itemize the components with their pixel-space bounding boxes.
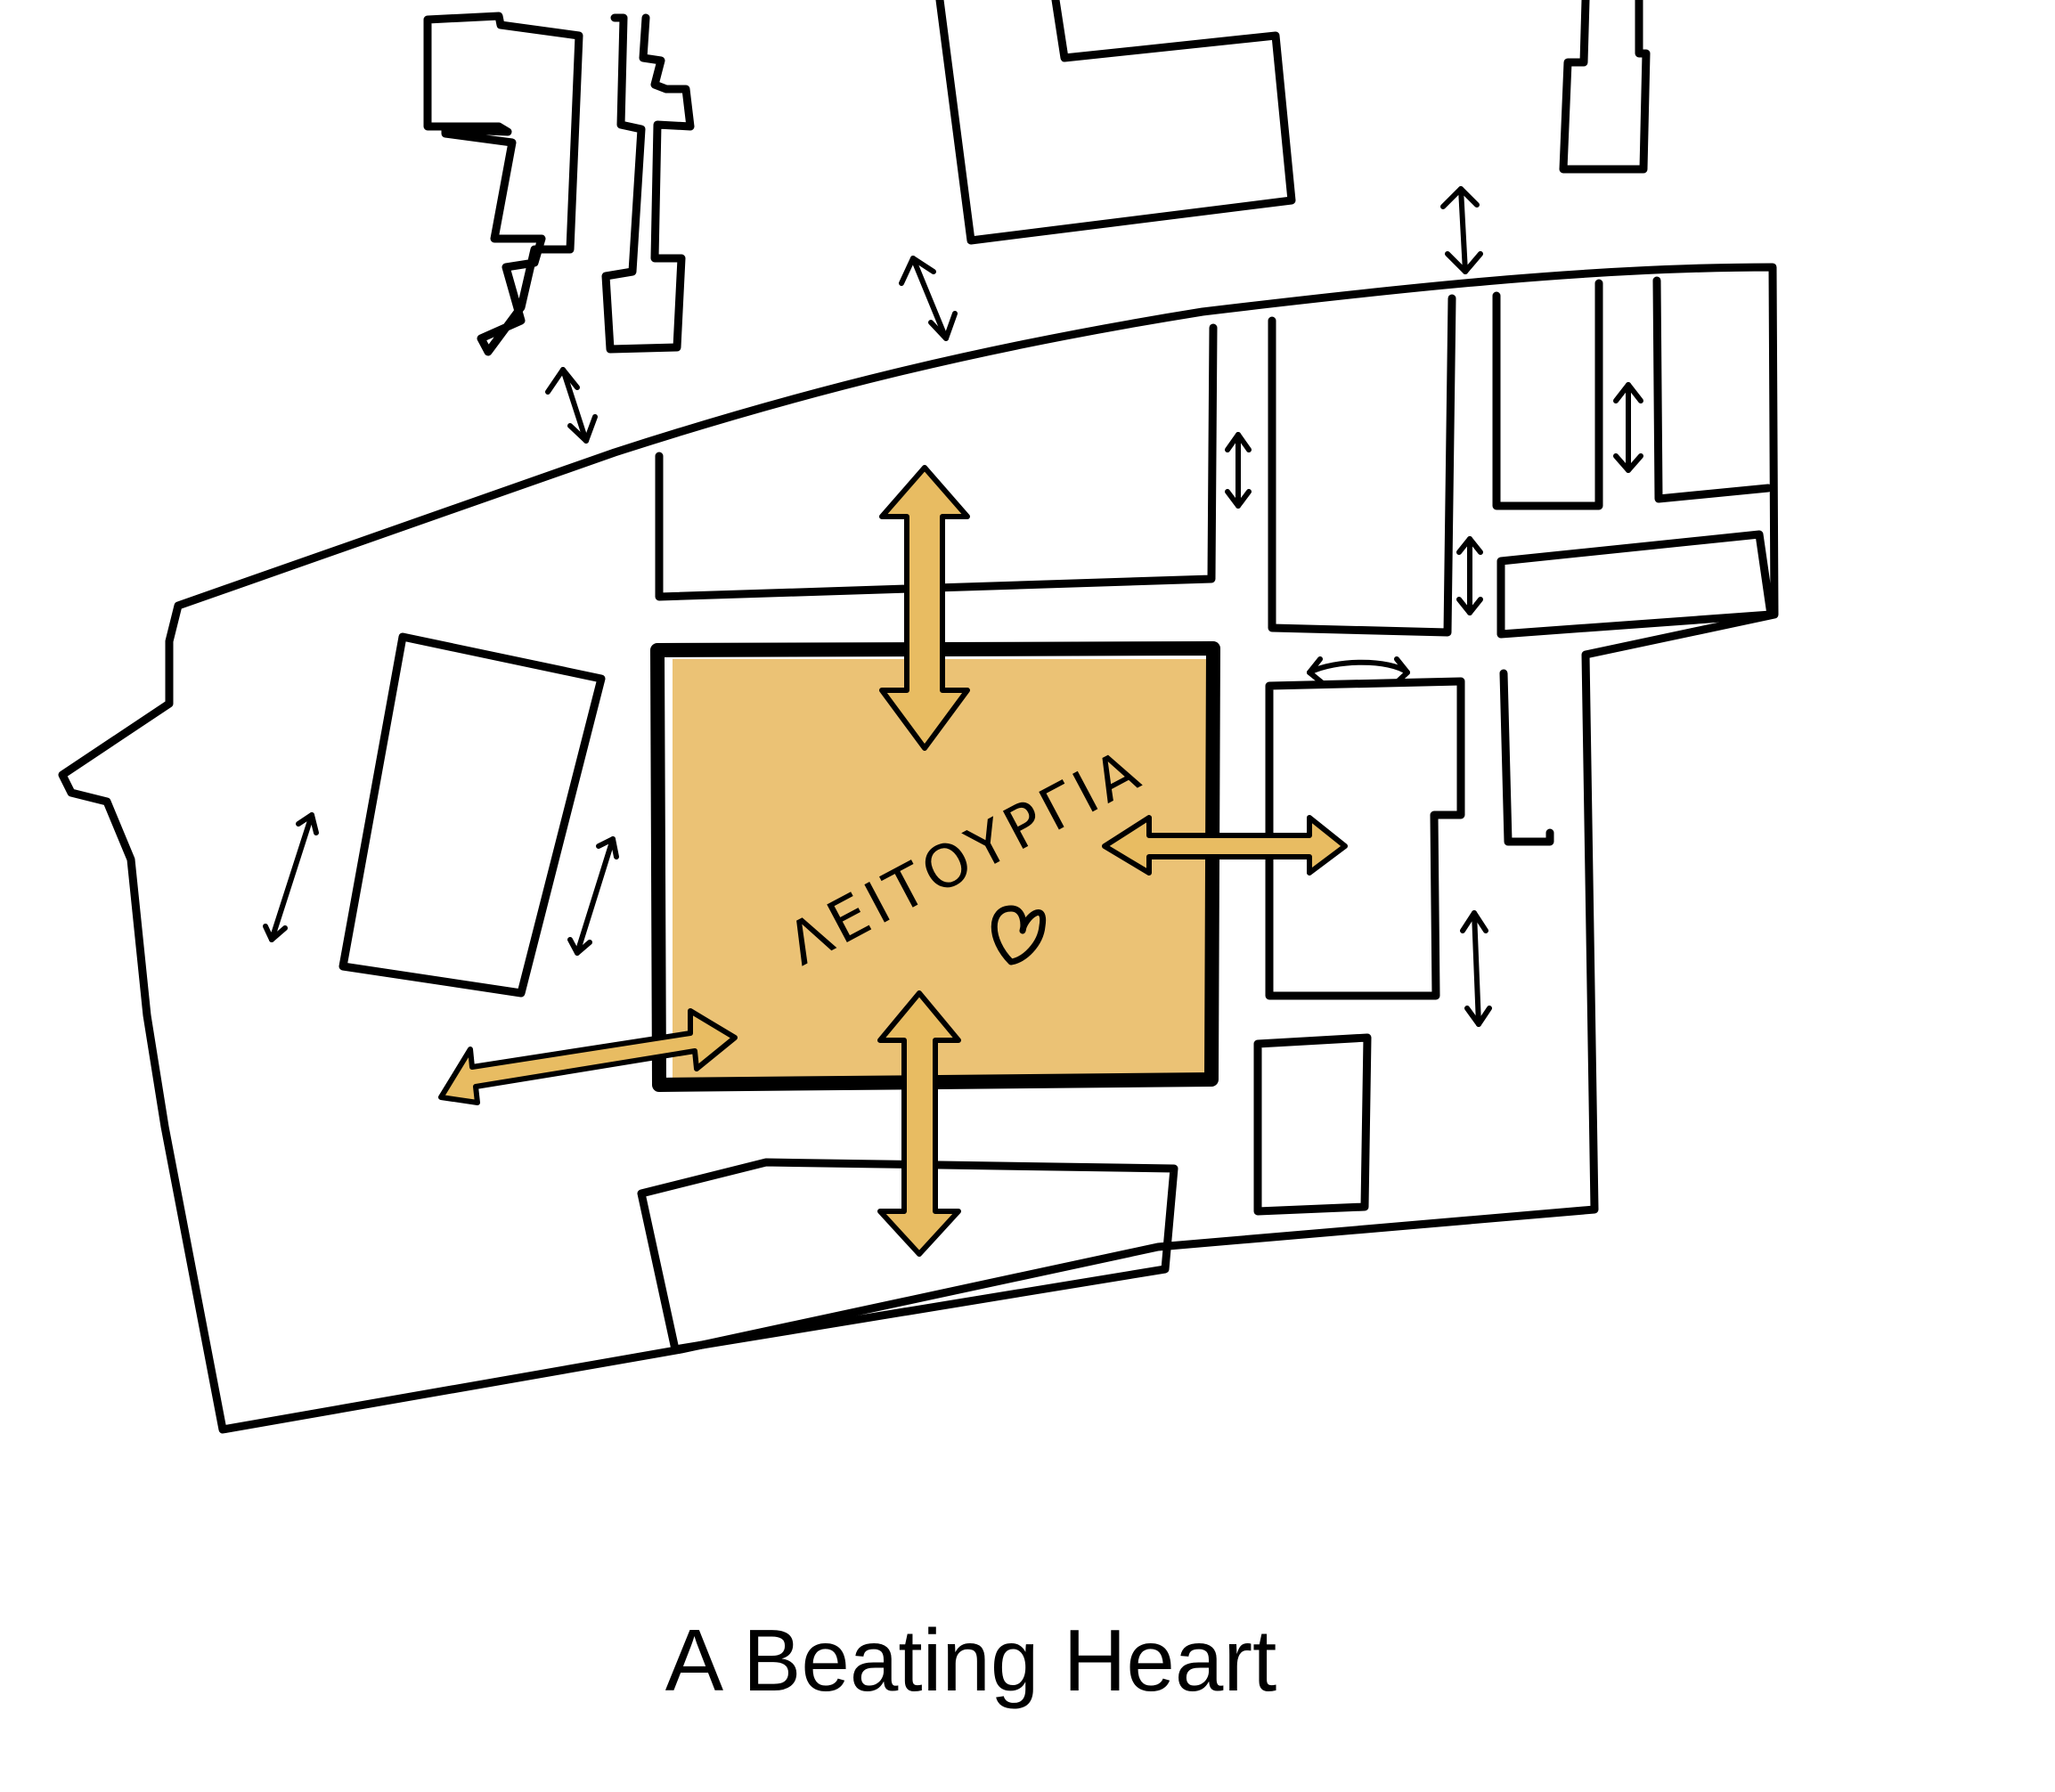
block-top-center (935, 0, 1296, 245)
double-arrow-icon (1460, 910, 1492, 1027)
gold-arrows (438, 465, 1348, 1257)
double-arrow-icon (1456, 536, 1483, 615)
block-east-vertical (1499, 669, 1554, 846)
double-arrow-icon (567, 836, 619, 956)
block-east-middle (1265, 677, 1465, 1000)
block-southeast (1253, 1033, 1372, 1216)
double-arrow-icon (545, 367, 598, 444)
gold-arrow-southwest (438, 1008, 738, 1105)
block-northeast-1 (1268, 294, 1456, 637)
gold-arrow-north (879, 465, 970, 751)
double-arrow-icon (1440, 186, 1483, 274)
gold-arrow-east (1102, 815, 1348, 876)
site-boundary (58, 263, 1779, 1434)
block-south (637, 1158, 1178, 1354)
double-arrow-icon (1613, 382, 1643, 473)
double-arrow-icon (899, 256, 958, 341)
block-west (338, 632, 606, 998)
double-arrow-icon (263, 812, 319, 942)
diagram-caption: A Beating Heart (665, 1611, 1277, 1709)
double-arrow-icon (1225, 432, 1252, 509)
gold-arrow-south (877, 990, 961, 1257)
surrounding-blocks (423, 0, 1651, 356)
block-top-left-tall (601, 13, 695, 354)
block-northeast-2 (1492, 279, 1603, 510)
double-arrow-icon (1307, 656, 1410, 687)
circulation-arrows (263, 186, 1643, 1027)
block-east-strip (1496, 530, 1775, 639)
block-top-left-stepped (423, 12, 583, 356)
heart-block-outline (650, 641, 1220, 1092)
block-northeast-3 (1652, 276, 1773, 503)
heart-icon (991, 905, 1047, 965)
block-top-right (1559, 0, 1651, 174)
